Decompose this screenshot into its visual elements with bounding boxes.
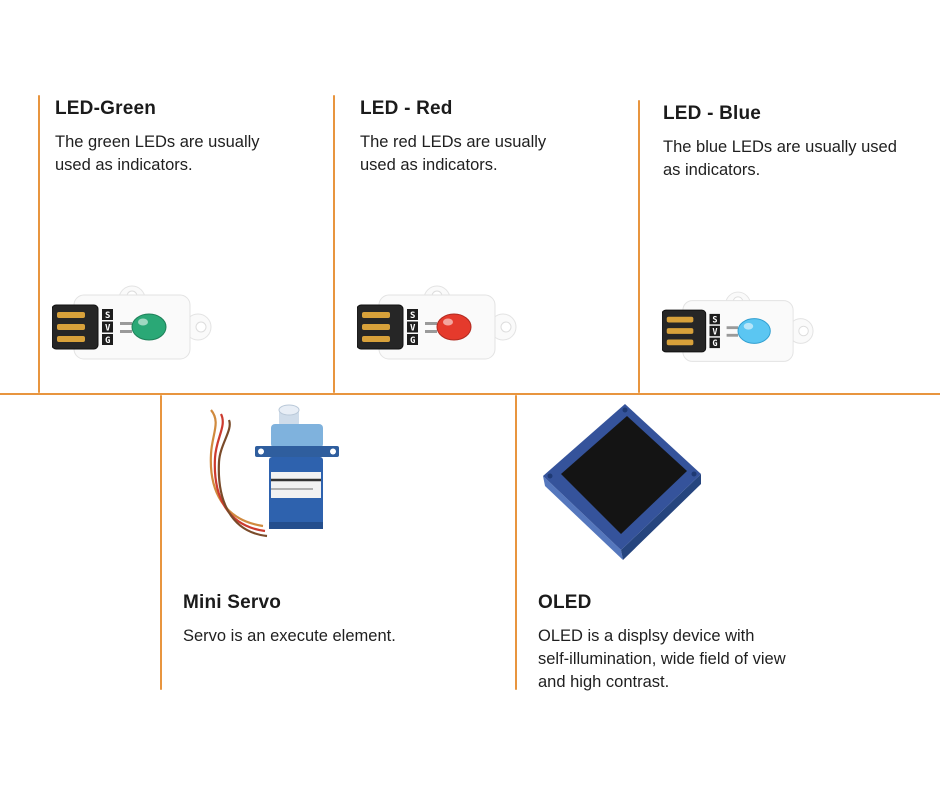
divider-oled [515, 395, 517, 690]
pin-labels: S V G [102, 309, 113, 346]
led-module-graphic: S V G [51, 285, 212, 360]
led-module-graphic: S V G [356, 285, 517, 360]
led-blue-title: LED - Blue [663, 103, 762, 124]
mini-servo-title: Mini Servo [183, 592, 282, 613]
oled-illustration [535, 400, 710, 570]
servo-graphic [209, 404, 339, 538]
pin-label-s: S [712, 315, 717, 325]
servo-label-sticker [271, 472, 321, 498]
pin-label-s: S [105, 311, 110, 321]
oled-screen [561, 416, 687, 534]
pin-label-g: G [712, 339, 717, 349]
led-green-module-illustration: S V G [51, 283, 212, 376]
led-module-graphic: S V G [661, 291, 814, 362]
pin-label-s: S [410, 311, 415, 321]
servo-wires [209, 409, 268, 538]
pin-labels: S V G [407, 309, 418, 346]
mini-servo-description: Servo is an execute element. [183, 627, 396, 645]
divider-led-green [38, 95, 40, 393]
led-green-description: The green LEDs are usually used as indic… [55, 133, 260, 174]
led-red-title: LED - Red [360, 98, 453, 119]
oled-board-edge [543, 476, 623, 560]
oled-description: OLED is a displsy device with self-illum… [538, 627, 786, 691]
divider-led-red [333, 95, 335, 393]
divider-mini-servo [160, 395, 162, 690]
pin-label-g: G [410, 336, 415, 346]
servo-top-housing [271, 424, 323, 448]
pin-label-g: G [105, 336, 110, 346]
pin-label-v: V [105, 324, 111, 334]
led-blue-description: The blue LEDs are usually used as indica… [663, 138, 897, 179]
oled-title: OLED [538, 592, 592, 613]
led-blue-module-illustration: S V G [661, 289, 814, 378]
divider-horizontal [0, 393, 940, 395]
pin-labels: S V G [709, 313, 720, 349]
led-red-description: The red LEDs are usually used as indicat… [360, 133, 547, 174]
mini-servo-illustration [175, 398, 370, 578]
oled-graphic [543, 404, 701, 560]
led-red-module-illustration: S V G [356, 283, 517, 376]
pin-label-v: V [712, 327, 717, 337]
servo-mount-flange [255, 446, 339, 457]
pin-label-v: V [410, 324, 416, 334]
divider-led-blue [638, 100, 640, 393]
led-green-title: LED-Green [55, 98, 157, 119]
